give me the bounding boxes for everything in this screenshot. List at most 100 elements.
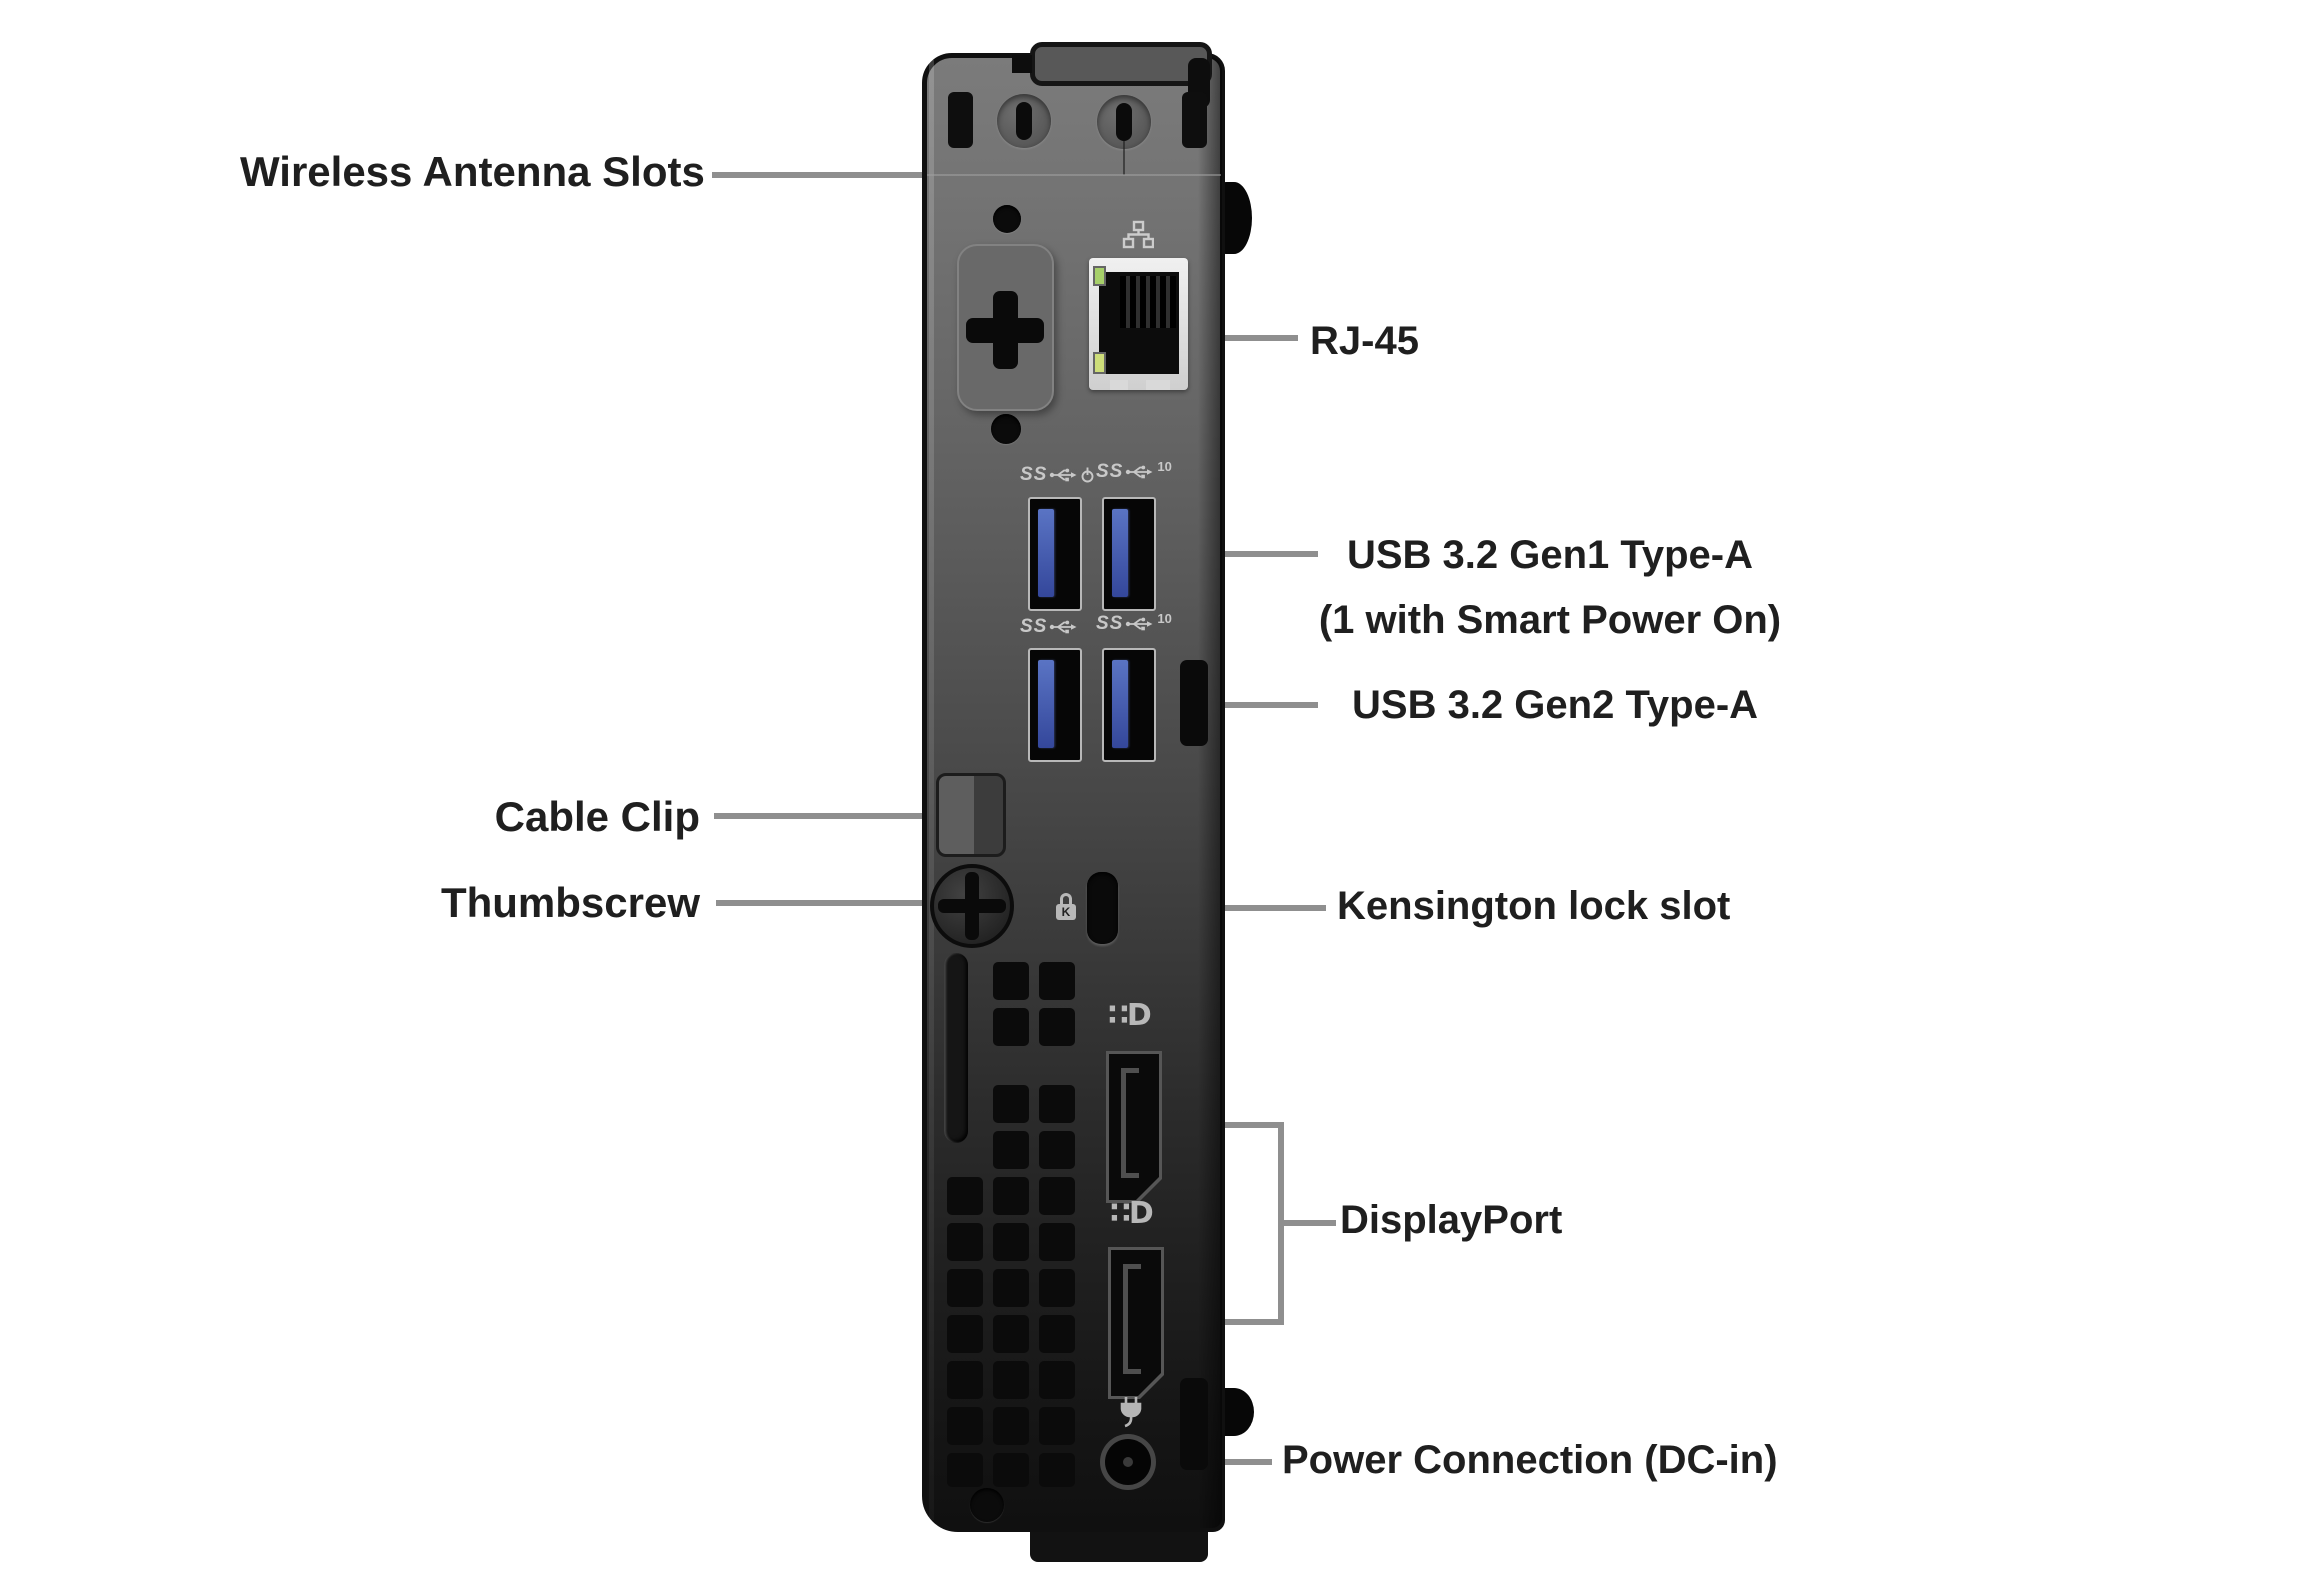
- usb-gen1-icon: SS: [1020, 616, 1079, 638]
- displayport-1-opening: [1109, 1054, 1159, 1200]
- power-connector-pin: [1123, 1457, 1133, 1467]
- rj45-led-green: [1093, 266, 1106, 286]
- displayport-icon-2: ∷D: [1110, 1196, 1154, 1231]
- vent-cell: [993, 1269, 1029, 1307]
- vent-cell: [947, 1453, 983, 1487]
- vent-cell: [1039, 1269, 1075, 1307]
- usb-tongue: [1038, 509, 1054, 597]
- vent-cell: [1039, 1177, 1075, 1215]
- lock-shackle: [1060, 893, 1072, 906]
- vent-cell: [947, 1407, 983, 1445]
- vent-cell: [993, 962, 1029, 1000]
- label-usb-gen1-line1: USB 3.2 Gen1 Type-A: [1346, 533, 1754, 577]
- vent-cell: [947, 1223, 983, 1261]
- vent-cell: [993, 1407, 1029, 1445]
- lock-body: K: [1056, 904, 1076, 920]
- displayport-port-1: [1106, 1051, 1162, 1203]
- power-cable-slot: [1180, 1378, 1208, 1470]
- power-plug-icon: [1120, 1397, 1142, 1428]
- vent-cell: [1039, 1315, 1075, 1353]
- device-right-edge-shading: [1198, 56, 1222, 1528]
- leader-kensington: [1162, 905, 1326, 911]
- device-left-edge-highlight: [929, 60, 934, 1520]
- leader-cable-clip: [714, 813, 938, 819]
- screw-hole-bottom: [970, 1488, 1004, 1522]
- vent-cell: [993, 1008, 1029, 1046]
- vent-cell: [1039, 962, 1075, 1000]
- vent-cell: [993, 1223, 1029, 1261]
- vent-cell: [1039, 1008, 1075, 1046]
- vent-cell: [993, 1085, 1029, 1123]
- vent-cell: [1039, 1407, 1075, 1445]
- antenna-slot-2-opening: [1116, 103, 1132, 141]
- vent-cell: [1039, 1453, 1075, 1487]
- usb-smart-power-icon: SS: [1020, 464, 1094, 486]
- panel-seam: [927, 174, 1221, 176]
- vent-cell: [993, 1131, 1029, 1169]
- vent-cell: [947, 1361, 983, 1399]
- label-usb-gen1-line2: (1 with Smart Power On): [1318, 598, 1782, 642]
- vent-cell: [993, 1315, 1029, 1353]
- vent-cell: [1039, 1361, 1075, 1399]
- displayport-icon-1: ∷D: [1108, 998, 1152, 1033]
- screw-hole-mid: [991, 414, 1021, 444]
- label-displayport: DisplayPort: [1340, 1198, 1563, 1242]
- security-cable-slot: [944, 953, 968, 1143]
- mount-slot-right: [1182, 92, 1207, 148]
- padlock-ring-slot: [1180, 660, 1208, 746]
- leader-usb-gen1: [1160, 551, 1318, 557]
- mount-slot-left: [948, 92, 973, 148]
- leader-thumbscrew: [716, 900, 932, 906]
- kensington-lock-slot: [1087, 872, 1118, 944]
- usb-port-4: [1102, 648, 1156, 762]
- vent-cell: [947, 1269, 983, 1307]
- label-cable-clip: Cable Clip: [494, 793, 700, 840]
- usb-tongue: [1038, 660, 1054, 748]
- vent-cell: [993, 1361, 1029, 1399]
- vent-cell: [1039, 1085, 1075, 1123]
- usb-port-1: [1028, 497, 1082, 611]
- label-kensington-lock-slot: Kensington lock slot: [1337, 884, 1731, 928]
- rj45-tab-left: [1110, 380, 1128, 390]
- vent-cell: [993, 1177, 1029, 1215]
- cover-latch-bar: [1030, 42, 1212, 86]
- cable-clip: [936, 773, 1006, 857]
- usb-port-2: [1102, 497, 1156, 611]
- knockout-cross-vertical: [993, 291, 1018, 369]
- leader-displayport-vertical: [1278, 1122, 1284, 1325]
- label-thumbscrew: Thumbscrew: [440, 879, 700, 926]
- usb-tongue: [1112, 660, 1128, 748]
- vent-cell: [947, 1315, 983, 1353]
- label-power-connection: Power Connection (DC-in): [1282, 1438, 1778, 1482]
- leader-rj45: [1158, 335, 1298, 341]
- label-rj45: RJ-45: [1310, 319, 1419, 363]
- antenna-slot-hairline: [1123, 141, 1125, 175]
- leader-usb-gen2: [1160, 702, 1318, 708]
- top-edge-notch: [1012, 55, 1032, 73]
- antenna-slot-1-opening: [1016, 102, 1032, 140]
- label-wireless-antenna-slots: Wireless Antenna Slots: [240, 148, 705, 195]
- thumbscrew-cross-v: [965, 872, 979, 940]
- usb-port-3: [1028, 648, 1082, 762]
- label-usb-gen2: USB 3.2 Gen2 Type-A: [1352, 683, 1759, 727]
- rj45-tab-right: [1146, 380, 1170, 390]
- rj45-pins: [1120, 276, 1176, 328]
- displayport-port-2: [1108, 1247, 1164, 1399]
- displayport-2-opening: [1111, 1250, 1161, 1396]
- displayport-1-contacts: [1121, 1068, 1139, 1178]
- ethernet-icon: [1122, 220, 1154, 249]
- label-usb-gen1: USB 3.2 Gen1 Type-A (1 with Smart Power …: [1315, 523, 1785, 653]
- vent-cell: [1039, 1131, 1075, 1169]
- vent-cell: [947, 1177, 983, 1215]
- rj45-led-amber: [1093, 352, 1106, 374]
- usb-tongue: [1112, 509, 1128, 597]
- displayport-2-contacts: [1123, 1264, 1141, 1374]
- screw-hole-top: [993, 205, 1021, 233]
- leader-displayport-mid: [1284, 1220, 1336, 1226]
- vent-cell: [993, 1453, 1029, 1487]
- vent-cell: [1039, 1223, 1075, 1261]
- leader-wireless-antenna: [712, 172, 927, 178]
